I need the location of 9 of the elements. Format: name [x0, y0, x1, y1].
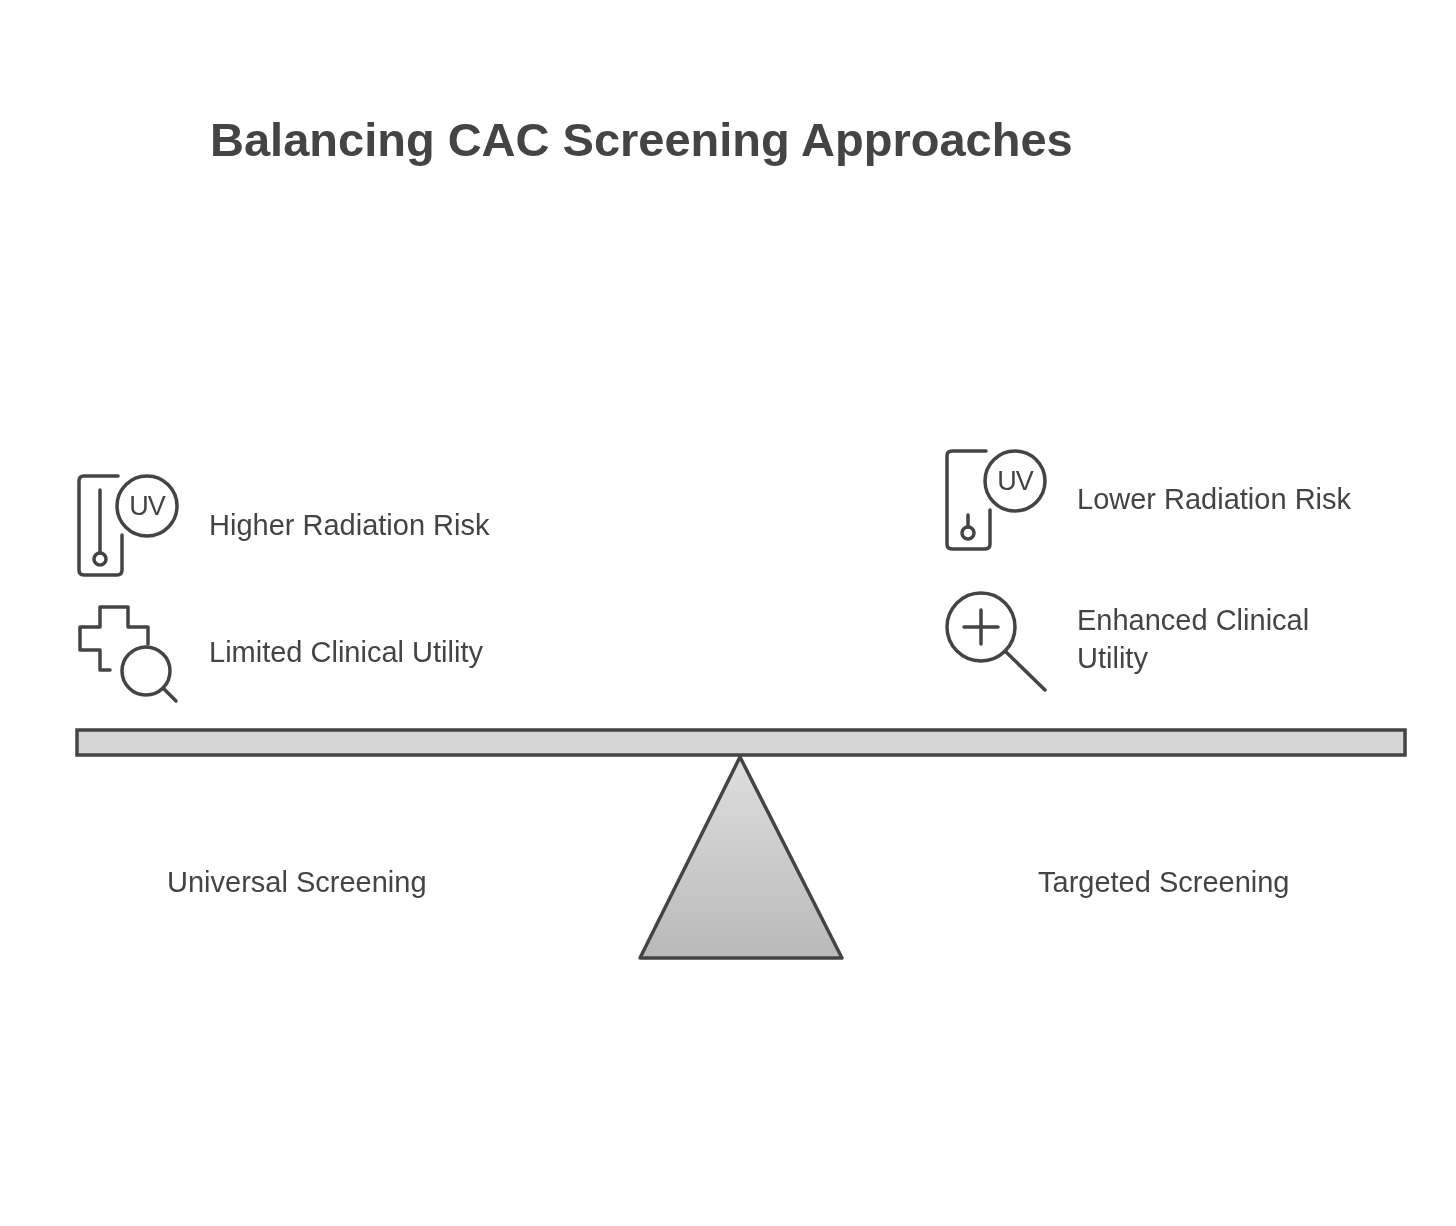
diagram-title: Balancing CAC Screening Approaches — [210, 112, 1073, 168]
point-label: Limited Clinical Utility — [209, 635, 483, 670]
point-label: Lower Radiation Risk — [1077, 482, 1351, 517]
point-label: Enhanced Clinical Utility — [1077, 603, 1311, 676]
side-label: Universal Screening — [167, 865, 427, 900]
point-label: Higher Radiation Risk — [209, 508, 490, 543]
uv-text: UV — [996, 466, 1035, 496]
uv-text: UV — [128, 491, 167, 521]
side-label: Targeted Screening — [1038, 865, 1290, 900]
